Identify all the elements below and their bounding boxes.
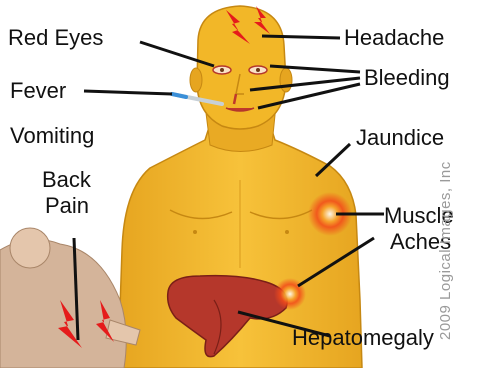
label-jaundice: Jaundice	[356, 126, 444, 150]
label-back-pain-line2: Pain	[45, 194, 89, 218]
label-red-eyes: Red Eyes	[8, 26, 103, 50]
label-headache: Headache	[344, 26, 444, 50]
label-bleeding: Bleeding	[364, 66, 450, 90]
right-ear	[280, 68, 292, 92]
back-pain-inset	[0, 228, 140, 368]
left-ear	[190, 68, 202, 92]
fever-line	[84, 91, 172, 94]
label-vomiting: Vomiting	[10, 124, 94, 148]
label-hepatomegaly: Hepatomegaly	[292, 326, 434, 350]
label-back-pain-line1: Back	[42, 168, 91, 192]
label-fever: Fever	[10, 79, 66, 103]
headache-line	[262, 36, 340, 38]
copyright-watermark: 2009 Logical Images, Inc	[437, 161, 454, 340]
